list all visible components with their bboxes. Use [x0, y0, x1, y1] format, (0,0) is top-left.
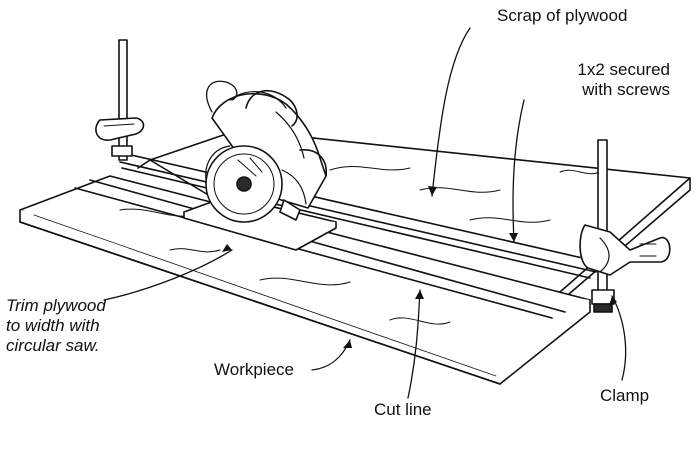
leader-cut-line [407, 289, 421, 399]
leader-1x2 [512, 99, 525, 243]
leader-clamp [611, 295, 627, 381]
label-trim-line1: Trim plywood [6, 296, 106, 315]
leader-lines [103, 27, 627, 399]
label-trim-line2: to width with [6, 316, 100, 335]
label-cut-line: Cut line [374, 400, 432, 419]
label-clamp: Clamp [600, 386, 650, 405]
label-1x2-secured-line1: 1x2 secured [577, 60, 670, 79]
left-clamp [95, 39, 145, 161]
leader-scrap [431, 27, 471, 197]
leader-workpiece [311, 339, 351, 371]
label-1x2-secured-line2: with screws [582, 80, 670, 99]
cut-line-strip [74, 179, 566, 319]
fence-1x2 [117, 151, 601, 279]
right-clamp [579, 139, 671, 313]
leader-trim [103, 249, 233, 301]
label-trim-plywood: Trim plywood to width with circular saw. [6, 296, 106, 356]
label-scrap-of-plywood: Scrap of plywood [497, 6, 628, 25]
circular-saw [183, 80, 337, 251]
label-workpiece: Workpiece [214, 360, 294, 379]
label-1x2-secured: 1x2 secured with screws [540, 60, 670, 100]
label-trim-line3: circular saw. [6, 336, 100, 355]
workpiece-plywood [19, 175, 591, 385]
